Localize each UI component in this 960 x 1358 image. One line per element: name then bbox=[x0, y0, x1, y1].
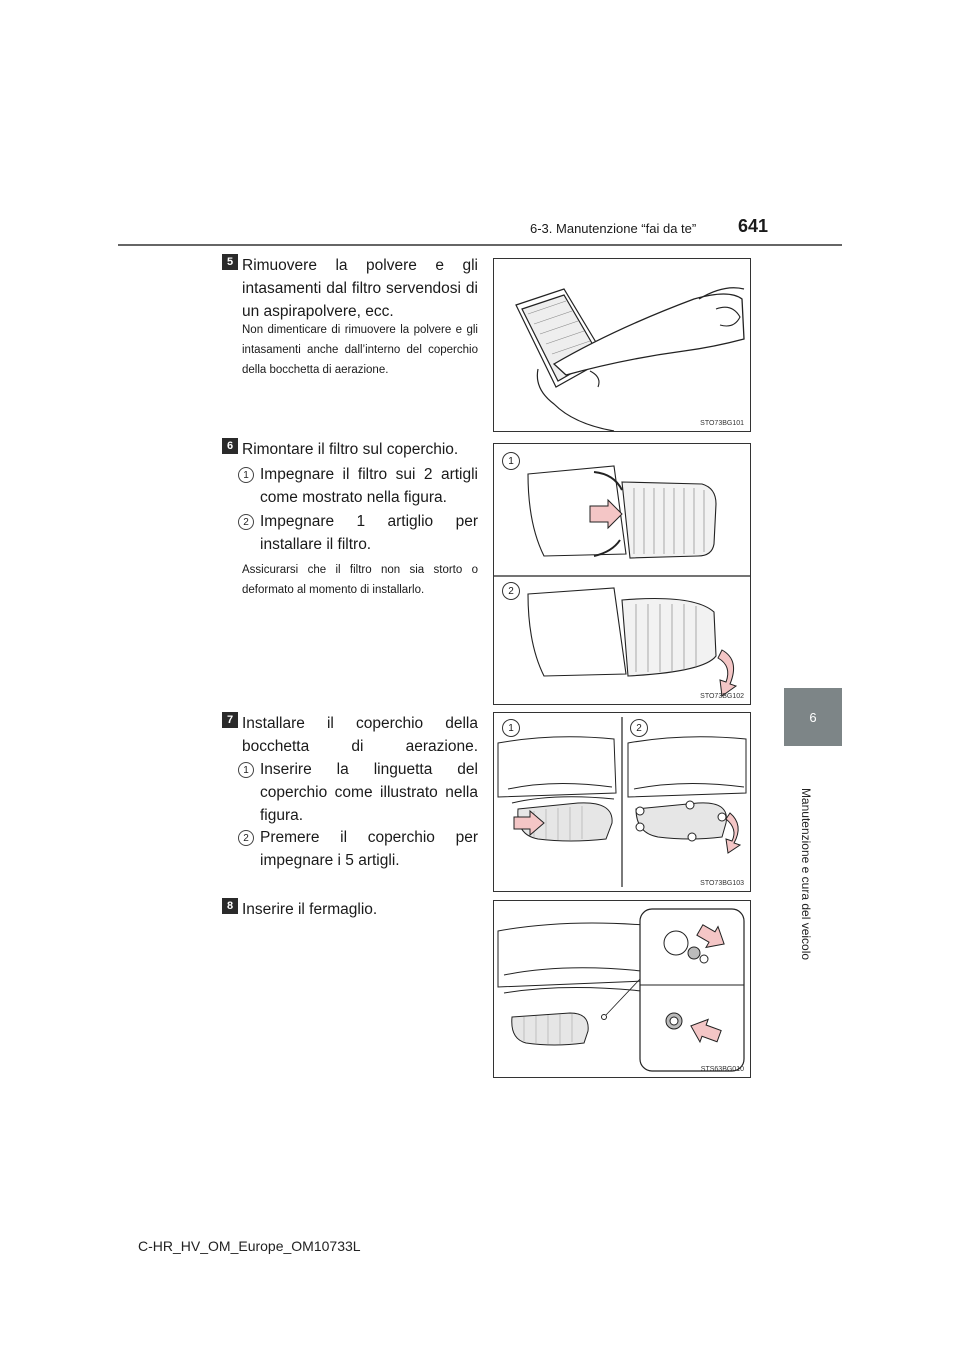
step-badge-8: 8 bbox=[222, 898, 238, 914]
figure-code: STO73BG103 bbox=[700, 880, 744, 887]
step-6-sub-1-text: Impegnare il filtro sui 2 artigli come m… bbox=[260, 466, 478, 506]
figure-filter-install: 1 2 STO73BG102 bbox=[493, 443, 751, 705]
step-6-sub-2-text: Impegnare 1 artiglio per installare il f… bbox=[260, 513, 478, 553]
step-badge-7: 7 bbox=[222, 712, 238, 728]
step-5-note: Non dimenticare di rimuovere la polvere … bbox=[242, 324, 478, 376]
footer-model: C-HR_HV_OM_Europe_OM10733L bbox=[138, 1238, 361, 1254]
cover-install-illustration bbox=[497, 717, 747, 887]
figure-num-2: 2 bbox=[502, 582, 520, 600]
filter-install-illustration bbox=[494, 465, 750, 697]
figure-cover-install: 1 2 STO73BG103 bbox=[493, 712, 751, 892]
step-7-sub-1-text: Inserire la linguetta del coperchio come… bbox=[260, 761, 478, 824]
figure-num-2: 2 bbox=[630, 719, 648, 737]
clip-install-illustration bbox=[497, 908, 745, 1072]
figure-code: STO73BG102 bbox=[700, 693, 744, 700]
chapter-label-container: Manutenzione e cura del veicolo bbox=[771, 780, 813, 970]
header-divider bbox=[118, 244, 842, 246]
figure-code: STS63BG010 bbox=[700, 1066, 744, 1073]
section-title: 6-3. Manutenzione “fai da te” bbox=[530, 221, 697, 236]
step-7-sub-2-text: Premere il coperchio per impegnare i 5 a… bbox=[260, 829, 478, 869]
chapter-tab: 6 bbox=[784, 688, 842, 746]
step-7-text: Installare il coperchio della bocchetta … bbox=[242, 715, 478, 755]
figure-vacuum-filter: STO73BG101 bbox=[493, 258, 751, 432]
step-badge-6: 6 bbox=[222, 438, 238, 454]
step-5-text: Rimuovere la polvere e gli intasamenti d… bbox=[242, 257, 478, 320]
figure-code: STO73BG101 bbox=[700, 420, 744, 427]
chapter-label: Manutenzione e cura del veicolo bbox=[799, 787, 813, 961]
figure-num-1: 1 bbox=[502, 452, 520, 470]
figure-clip-install: STS63BG010 bbox=[493, 900, 751, 1078]
step-7-sub-1-num: 1 bbox=[238, 762, 254, 778]
step-badge-5: 5 bbox=[222, 254, 238, 270]
step-6-sub-2-num: 2 bbox=[238, 514, 254, 530]
figure-num-1: 1 bbox=[502, 719, 520, 737]
step-6-text: Rimontare il filtro sul coperchio. bbox=[242, 441, 459, 458]
step-6-note: Assicurarsi che il filtro non sia storto… bbox=[242, 564, 478, 596]
step-8-text: Inserire il fermaglio. bbox=[242, 901, 378, 918]
step-6-sub-1-num: 1 bbox=[238, 467, 254, 483]
page-number: 641 bbox=[738, 216, 769, 236]
step-7-sub-2-num: 2 bbox=[238, 830, 254, 846]
vacuum-illustration bbox=[515, 287, 745, 431]
